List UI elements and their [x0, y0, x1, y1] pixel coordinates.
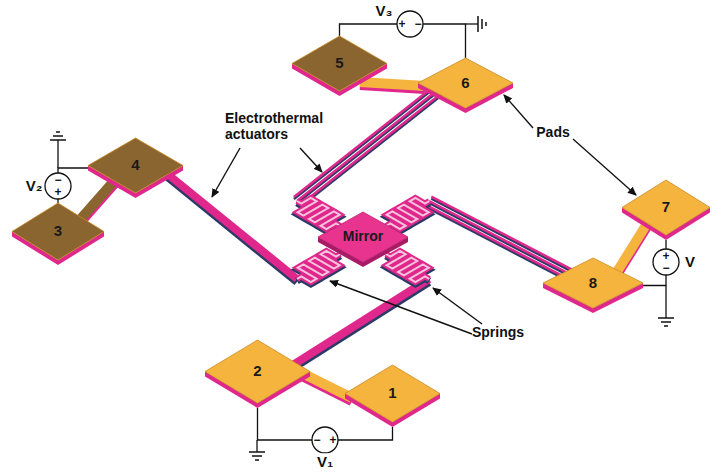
electrothermal-actuator — [294, 86, 437, 199]
electrothermal-actuator — [297, 88, 440, 201]
electrothermal-actuator — [431, 197, 587, 278]
pad-number: 2 — [253, 363, 261, 380]
spring — [297, 251, 340, 282]
bond-pad: 2 — [205, 340, 310, 408]
pad-number: 8 — [589, 275, 597, 292]
electrothermal-actuator — [429, 201, 585, 282]
ground-wire — [466, 23, 479, 24]
polarity-sign: − — [313, 434, 320, 446]
voltage-label: V₃ — [375, 2, 394, 19]
ground-symbol — [56, 131, 60, 133]
spring — [297, 198, 340, 229]
voltage-source — [397, 11, 423, 37]
pad-bridge — [360, 77, 426, 91]
pad-top — [543, 258, 643, 308]
polarity-sign: + — [662, 250, 669, 262]
pad-top — [345, 365, 440, 422]
voltage-label: V — [684, 253, 696, 270]
ground-symbol — [255, 459, 259, 461]
pad-number: 7 — [662, 199, 670, 216]
part-label: Pads — [536, 124, 569, 140]
spring — [297, 251, 340, 282]
electrothermal-actuator — [300, 92, 443, 205]
polarity-sign: − — [414, 18, 421, 30]
ground-wire — [665, 286, 666, 319]
polarity-sign: + — [398, 18, 405, 30]
voltage-source — [312, 427, 338, 453]
pad-top — [622, 180, 710, 235]
leader-arrow — [573, 139, 636, 195]
polarity-sign: − — [662, 262, 669, 274]
bond-pad: 3 — [12, 203, 104, 265]
bond-pad: 8 — [543, 258, 643, 313]
part-label: Electrothermal actuators — [225, 110, 350, 142]
pad-number: 1 — [388, 385, 396, 402]
ground-symbol — [661, 321, 671, 323]
pad-top — [205, 340, 310, 403]
bond-pad: 7 — [622, 180, 710, 240]
voltage-label: V₁ — [316, 453, 334, 470]
pad-top — [318, 212, 408, 262]
spring — [386, 251, 429, 282]
bond-pad: 4 — [88, 138, 183, 198]
ground-symbol — [53, 135, 63, 137]
pad-top — [418, 58, 513, 108]
spring — [386, 198, 429, 229]
electrothermal-actuator — [297, 90, 440, 203]
spring — [297, 198, 340, 229]
electrothermal-actuator — [283, 276, 431, 374]
ground-symbol — [481, 19, 483, 29]
electrothermal-actuator — [294, 84, 437, 197]
ground-symbol — [50, 139, 66, 141]
leader-arrow — [433, 288, 482, 324]
bond-pad: 5 — [292, 36, 387, 96]
pad-top — [12, 203, 104, 260]
ground-symbol — [485, 22, 487, 26]
ground-symbol — [252, 455, 262, 457]
leader-arrow — [330, 281, 472, 334]
voltage-label: V₂ — [25, 177, 44, 194]
ground-symbol — [658, 317, 674, 319]
electrothermal-actuator — [431, 199, 587, 280]
ground-symbol — [477, 16, 479, 32]
ground-symbol — [664, 325, 668, 327]
ground-symbol — [249, 451, 265, 453]
mirror-label: Mirror — [343, 229, 383, 244]
pad-number: 5 — [335, 55, 343, 72]
spring — [386, 251, 429, 282]
spring — [386, 198, 429, 229]
leader-arrow — [504, 95, 533, 128]
pad-top — [292, 36, 387, 91]
pad-number: 6 — [461, 75, 469, 92]
part-label: Springs — [472, 324, 524, 340]
electrothermal-actuator — [429, 203, 585, 284]
polarity-sign: − — [54, 174, 61, 186]
voltage-source — [45, 173, 71, 199]
leader-arrow — [212, 148, 240, 197]
bond-pad: 6 — [418, 58, 513, 113]
electrothermal-actuator — [427, 205, 583, 286]
mirror-plate: Mirror — [318, 212, 408, 267]
pad-number: 4 — [131, 157, 139, 174]
pad-number: 3 — [54, 223, 62, 240]
electrothermal-actuator — [163, 169, 300, 282]
pad-top — [88, 138, 183, 193]
polarity-sign: + — [329, 434, 336, 446]
voltage-source — [653, 249, 679, 275]
leader-arrow — [300, 148, 322, 172]
pad-bridge — [611, 219, 652, 277]
bond-pad: 1 — [345, 365, 440, 427]
ground-wire — [256, 440, 257, 452]
polarity-sign: + — [54, 186, 61, 198]
ground-wire — [57, 140, 58, 168]
